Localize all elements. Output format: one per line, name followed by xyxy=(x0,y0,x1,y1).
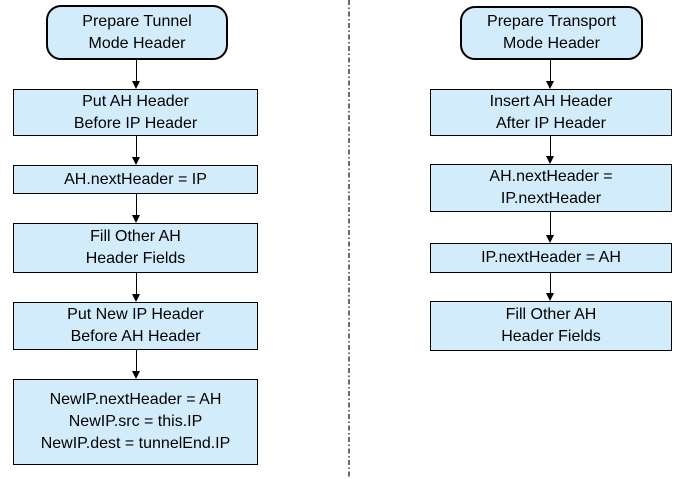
arrow-shaft xyxy=(549,212,551,236)
down-arrow-connector xyxy=(130,136,142,165)
node-text-line: After IP Header xyxy=(496,114,606,132)
arrow-head-icon xyxy=(131,157,140,165)
arrow-head-icon xyxy=(545,81,554,89)
node-ah-nextheader-equals-ip-nextheader: AH.nextHeader = IP.nextHeader xyxy=(430,164,672,212)
down-arrow-connector xyxy=(130,194,142,223)
node-text-line: Mode Header xyxy=(88,34,186,52)
arrow-shaft xyxy=(135,350,137,372)
arrow-head-icon xyxy=(131,371,140,379)
node-newip-assignments: NewIP.nextHeader = AH NewIP.src = this.I… xyxy=(13,379,258,465)
arrow-shaft xyxy=(135,60,137,82)
down-arrow-connector xyxy=(130,273,142,302)
node-prepare-transport-mode-header: Prepare Transport Mode Header xyxy=(460,6,643,60)
down-arrow-connector xyxy=(544,273,556,301)
node-text-line: NewIP.dest = tunnelEnd.IP xyxy=(40,435,231,452)
node-text-line: Fill Other AH xyxy=(90,228,181,245)
node-text-line: NewIP.src = this.IP xyxy=(68,413,203,430)
node-insert-ah-header-after-ip-header: Insert AH Header After IP Header xyxy=(430,89,672,136)
arrow-head-icon xyxy=(131,81,140,89)
node-text-line: NewIP.nextHeader = AH xyxy=(49,391,222,408)
down-arrow-connector xyxy=(130,60,142,89)
node-prepare-tunnel-mode-header: Prepare Tunnel Mode Header xyxy=(46,5,228,60)
node-fill-other-ah-header-fields-transport: Fill Other AH Header Fields xyxy=(430,301,672,351)
node-text-line: IP.nextHeader = AH xyxy=(481,249,621,266)
node-text-line: Prepare Transport xyxy=(487,13,616,30)
arrow-shaft xyxy=(135,136,137,158)
arrow-head-icon xyxy=(131,294,140,302)
node-text-line: Put AH Header xyxy=(82,92,189,110)
node-text-line: Prepare Tunnel xyxy=(82,12,192,30)
arrow-shaft xyxy=(549,60,551,82)
down-arrow-connector xyxy=(130,350,142,379)
node-text-line: Put New IP Header xyxy=(67,306,204,323)
node-text-line: Header Fields xyxy=(501,328,601,345)
arrow-head-icon xyxy=(545,235,554,243)
node-put-ah-header-before-ip-header: Put AH Header Before IP Header xyxy=(13,89,258,136)
node-text-line: Fill Other AH xyxy=(505,306,597,323)
node-text-line: Header Fields xyxy=(85,250,186,267)
down-arrow-connector xyxy=(544,60,556,89)
node-ip-nextheader-equals-ah: IP.nextHeader = AH xyxy=(430,243,672,273)
down-arrow-connector xyxy=(544,212,556,243)
arrow-head-icon xyxy=(545,156,554,164)
node-put-new-ip-header-before-ah-header: Put New IP Header Before AH Header xyxy=(13,302,258,350)
arrow-shaft xyxy=(549,273,551,294)
arrow-shaft xyxy=(549,136,551,157)
node-ah-nextheader-equals-ip: AH.nextHeader = IP xyxy=(13,165,258,194)
node-text-line: AH.nextHeader = IP xyxy=(64,170,207,188)
node-text-line: Before IP Header xyxy=(73,114,198,132)
node-text-line: Insert AH Header xyxy=(489,92,613,110)
dashed-divider-line xyxy=(348,0,350,479)
node-text-line: AH.nextHeader = xyxy=(489,168,613,185)
node-text-line: Mode Header xyxy=(503,35,600,52)
down-arrow-connector xyxy=(544,136,556,164)
node-text-line: Before AH Header xyxy=(70,328,201,345)
arrow-shaft xyxy=(135,273,137,295)
node-fill-other-ah-header-fields-tunnel: Fill Other AH Header Fields xyxy=(13,223,258,273)
node-text-line: IP.nextHeader xyxy=(500,190,602,207)
arrow-head-icon xyxy=(131,215,140,223)
arrow-shaft xyxy=(135,194,137,216)
arrow-head-icon xyxy=(545,293,554,301)
